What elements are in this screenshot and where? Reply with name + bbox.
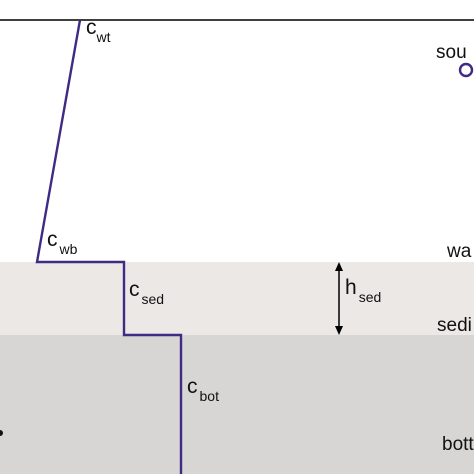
source-label: sou: [436, 42, 467, 63]
sound-speed-profile-line: [35, 19, 183, 474]
c-wt-main: c: [86, 16, 97, 39]
bottom-layer: [0, 335, 474, 474]
bottom-label: bott: [442, 434, 474, 455]
sediment-layer: [0, 262, 474, 335]
h-sed-main: h: [345, 276, 357, 299]
c-wt-sub: wt: [96, 29, 111, 45]
open-circle-icon: [458, 62, 474, 78]
c-sed-sub: sed: [142, 291, 165, 307]
c-bot-sub: bot: [200, 388, 220, 404]
double-arrow-icon: [335, 262, 343, 335]
c-sed-main: c: [129, 278, 140, 301]
sediment-label: sedi: [437, 315, 472, 336]
h-sed-sub: sed: [359, 289, 382, 305]
c-bot-main: c: [187, 375, 198, 398]
water-label: wa: [446, 241, 472, 262]
c-wb-sub: wb: [59, 241, 78, 257]
edge-dot-marker: [0, 430, 3, 436]
c-wb-main: c: [47, 228, 58, 251]
c-wt-label: cwt: [86, 16, 111, 45]
